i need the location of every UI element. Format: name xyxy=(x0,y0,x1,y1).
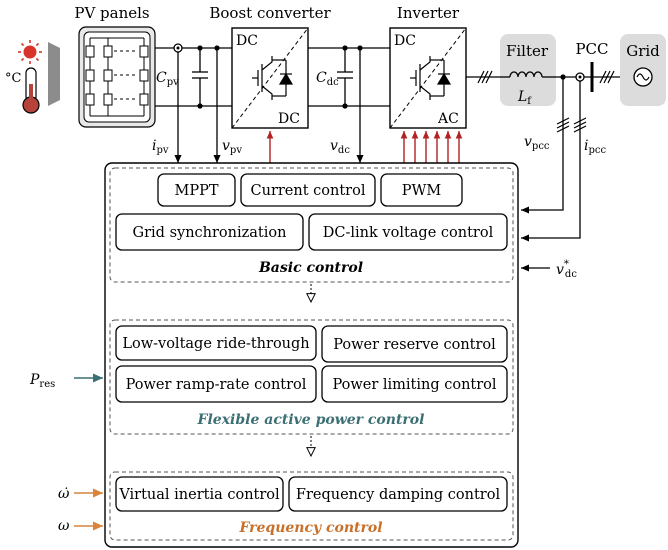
grid-synchronization-label: Grid synchronization xyxy=(133,225,287,241)
inverter-ac-label: AC xyxy=(437,111,459,127)
ac-source-icon xyxy=(633,67,653,87)
power-ramp-rate-control-box xyxy=(115,365,317,403)
grid-synchronization-box xyxy=(115,213,304,251)
i-pcc-label: ipcc xyxy=(584,138,606,156)
gate-signals xyxy=(266,131,463,163)
three-phase-marks xyxy=(599,70,615,84)
power-limiting-control-box xyxy=(321,365,508,403)
flexible-control-modules: Low-voltage ride-through Power reserve c… xyxy=(115,325,508,403)
boost-dc-in-label: DC xyxy=(236,33,258,49)
l-f-label: Lf xyxy=(517,89,532,107)
basic-control-modules: MPPT Current control PWM Grid synchroniz… xyxy=(115,173,508,251)
inverter-block: DC AC xyxy=(389,27,467,129)
omega-dot-label: ω̇ xyxy=(58,486,70,502)
pv-panels-label: PV panels xyxy=(74,4,149,22)
flexible-active-power-control-group xyxy=(109,319,514,435)
power-reserve-control-label: Power reserve control xyxy=(333,337,496,353)
lvrt-box xyxy=(115,325,317,361)
inverter-dc-label: DC xyxy=(394,33,416,49)
boost-converter-block: DC DC xyxy=(231,27,309,129)
power-reserve-control-box xyxy=(321,325,508,363)
controller-frame xyxy=(104,162,519,548)
frequency-damping-control-box xyxy=(288,476,508,512)
pv-capacitor-icon xyxy=(192,48,208,106)
flexible-control-title: Flexible active power control xyxy=(197,412,425,428)
sun-icon xyxy=(18,40,42,64)
igbt-icon xyxy=(410,56,452,100)
inverter-label: Inverter xyxy=(397,4,460,22)
pcc-label: PCC xyxy=(575,40,608,58)
c-dc-label: Cdc xyxy=(316,70,339,88)
irradiance-temperature-icon: °C xyxy=(5,40,60,114)
filter-label: Filter xyxy=(506,42,549,60)
frequency-damping-control-label: Frequency damping control xyxy=(296,487,501,503)
inductor-icon xyxy=(500,71,556,78)
grid-label: Grid xyxy=(626,42,660,60)
igbt-icon xyxy=(252,56,294,100)
thermometer-icon xyxy=(22,67,40,114)
mppt-box xyxy=(157,173,236,207)
mppt-label: MPPT xyxy=(174,183,218,199)
current-control-label: Current control xyxy=(251,183,366,199)
virtual-inertia-control-label: Virtual inertia control xyxy=(118,487,280,503)
boost-converter-label: Boost converter xyxy=(209,4,331,22)
p-res-label: Pres xyxy=(29,372,55,390)
frequency-control-modules: Virtual inertia control Frequency dampin… xyxy=(115,476,508,512)
current-control-box xyxy=(240,173,376,207)
lvrt-label: Low-voltage ride-through xyxy=(122,336,309,352)
basic-control-group xyxy=(109,167,514,283)
frequency-control-group xyxy=(109,471,514,541)
pwm-box xyxy=(380,173,463,207)
dc-link-voltage-control-label: DC-link voltage control xyxy=(323,225,494,241)
basic-control-title: Basic control xyxy=(258,260,363,276)
v-pv-label: vpv xyxy=(222,138,242,156)
light-beam-icon xyxy=(48,42,60,106)
pwm-label: PWM xyxy=(402,183,442,199)
v-pcc-label: vpcc xyxy=(524,134,550,152)
v-dc-reference-label: v*dc xyxy=(556,259,577,280)
measurement-phase-marks xyxy=(556,117,587,133)
v-dc-label: vdc xyxy=(330,138,350,156)
i-pv-label: ipv xyxy=(152,138,169,156)
dc-link-voltage-control-box xyxy=(308,213,508,251)
c-pv-label: Cpv xyxy=(156,70,179,88)
omega-label: ω xyxy=(58,518,70,534)
pv-dc-bus xyxy=(155,47,390,107)
power-ramp-rate-control-label: Power ramp-rate control xyxy=(126,377,307,393)
filter-box xyxy=(500,34,556,106)
frequency-control-title: Frequency control xyxy=(238,520,382,536)
boost-dc-out-label: DC xyxy=(278,111,300,127)
pv-panel-array xyxy=(78,26,156,128)
temperature-unit: °C xyxy=(5,71,22,86)
dc-link-capacitor-icon xyxy=(337,48,353,106)
virtual-inertia-control-box xyxy=(115,476,284,512)
power-limiting-control-label: Power limiting control xyxy=(332,377,496,393)
